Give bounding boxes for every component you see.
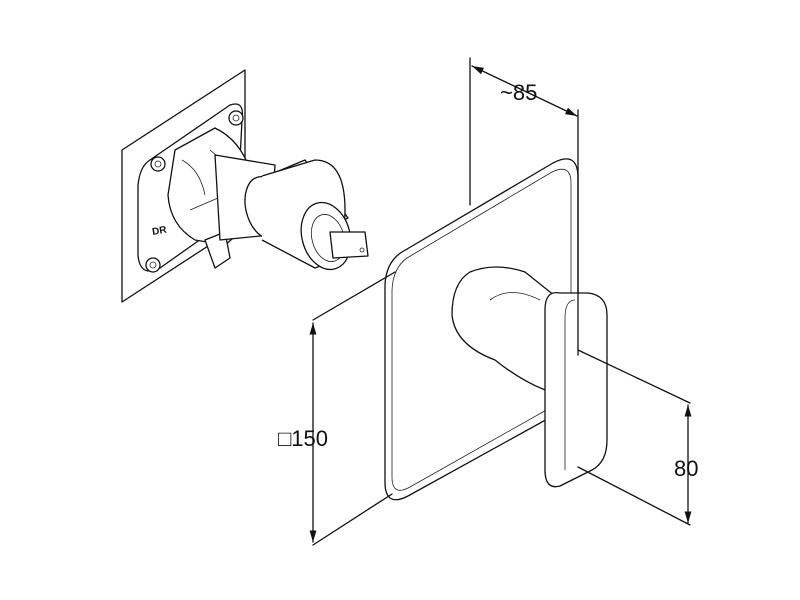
lever-height-dimension (577, 349, 692, 526)
plate-size-dimension (309, 271, 396, 546)
depth-dimension (469, 57, 579, 356)
valve-marking: DR (151, 224, 168, 237)
valve-body: DR (137, 103, 369, 273)
lever-handle (451, 266, 608, 488)
depth-label: ~85 (500, 80, 537, 105)
plate-size-label: □150 (278, 426, 328, 451)
lever-height-label: 80 (674, 456, 698, 481)
